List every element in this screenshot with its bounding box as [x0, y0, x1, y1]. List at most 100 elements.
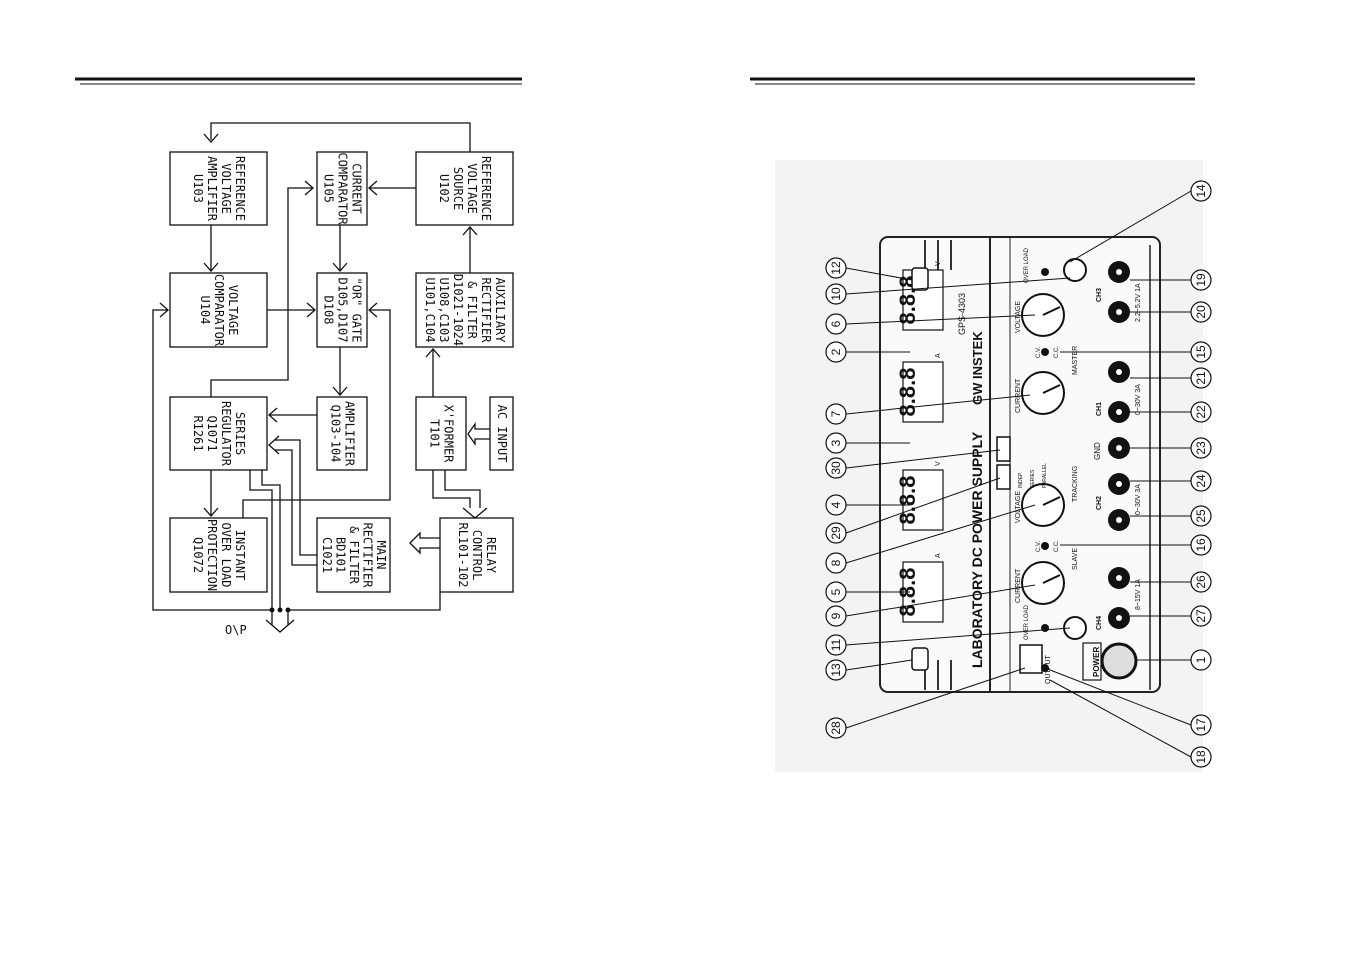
block-text-aux_rect-3: D1021-1024: [451, 274, 465, 346]
block-text-instant-1: OVER LOAD: [219, 522, 233, 587]
callout-leader-12: [845, 267, 913, 281]
callout-circle-5: [825, 581, 847, 603]
ch3-rating: 2.2~5.2V 1A: [1135, 283, 1142, 322]
callout-circle-24: [1190, 470, 1212, 492]
arrow-head: [425, 348, 441, 358]
voltage-knob-master[interactable]: [1021, 293, 1065, 337]
arrow-head: [332, 262, 348, 272]
block-text-volt_comp-0: VOLTAGE: [226, 285, 240, 336]
terminal-hole-3: [1116, 409, 1122, 415]
callout-circle-10: [825, 283, 847, 305]
display-unit-0: V: [935, 261, 942, 266]
current-knob-slave[interactable]: [1021, 561, 1065, 605]
block-amplifier: [316, 396, 368, 471]
gnd-label: GND: [1093, 442, 1102, 460]
display-switch-top[interactable]: [911, 267, 929, 291]
block-text-aux_rect-1: RECTIFIER: [479, 277, 493, 343]
callout-leader-30: [845, 449, 1001, 469]
callout-number-1: 1: [1194, 656, 1208, 663]
voltage-label-master: VOLTAGE: [1015, 301, 1022, 333]
callout-leader-8: [845, 504, 1036, 564]
tracking-button-2[interactable]: [996, 464, 1011, 490]
block-text-ref_src-3: U102: [437, 174, 451, 203]
block-or-gate: [316, 272, 368, 348]
brand-logo: GW INSTEK: [970, 331, 985, 405]
callout-number-20: 20: [1194, 305, 1208, 319]
block-current-comparator: [316, 151, 368, 226]
block-auxiliary-rectifier: [415, 272, 514, 348]
block-text-main_rect-4: C1021: [320, 537, 334, 573]
voltage-knob-slave[interactable]: [1021, 483, 1065, 527]
output-button[interactable]: [1019, 644, 1043, 674]
callout-leader-10: [845, 277, 1071, 295]
block-text-volt_comp-2: U104: [198, 296, 212, 325]
power-button[interactable]: [1100, 642, 1138, 680]
callout-number-21: 21: [1194, 371, 1208, 385]
tracking-label: TRACKING: [1072, 466, 1079, 502]
block-instant-overload: [169, 517, 268, 593]
block-text-aux_rect-5: U101,C104: [423, 277, 437, 342]
cv-cc-led-slave: [1041, 542, 1049, 550]
junction: [269, 607, 275, 613]
callout-number-30: 30: [829, 461, 843, 475]
arrow-head: [368, 180, 378, 196]
callout-number-14: 14: [1194, 184, 1208, 198]
power-label: POWER: [1092, 647, 1101, 677]
callout-circle-20: [1190, 301, 1212, 323]
block-text-ref_amp-3: U103: [191, 174, 205, 203]
current-knob-master[interactable]: [1021, 371, 1065, 415]
ch4-rating: 8~15V 1A: [1135, 579, 1142, 610]
arrow-relay-to-main: [409, 531, 440, 555]
ch1-label: CH1: [1096, 402, 1103, 416]
callout-circle-21: [1190, 367, 1212, 389]
callout-circle-17: [1190, 714, 1212, 736]
callout-circle-16: [1190, 534, 1212, 556]
cv-cc-led-master: [1041, 348, 1049, 356]
block-text-instant-0: INSTANT: [233, 530, 247, 581]
arrow-head: [368, 302, 378, 318]
cv-label-slave: C.V.: [1036, 541, 1042, 552]
block-text-series-3: R1261: [191, 415, 205, 451]
callout-circle-25: [1190, 505, 1212, 527]
callout-number-7: 7: [829, 410, 843, 417]
wire-feedback-vcomp: [152, 309, 270, 611]
power-label-box: [1082, 642, 1102, 681]
block-text-or_gate-0: "OR" GATE: [350, 277, 364, 342]
overload-led-ch3: [1041, 268, 1049, 276]
display-unit-2: V: [935, 461, 942, 466]
block-text-relay-0: RELAY: [484, 537, 498, 574]
arrow-head: [462, 226, 478, 236]
arrow-head: [268, 435, 280, 455]
callout-leader-18: [1049, 679, 1192, 758]
wire-output: [261, 470, 281, 610]
callout-number-26: 26: [1194, 575, 1208, 589]
callout-leader-17: [1044, 667, 1192, 726]
callout-leader-11: [845, 627, 1071, 646]
display-switch-bottom[interactable]: [911, 647, 929, 671]
terminal-hole-8: [1116, 615, 1122, 621]
ch3-label: CH3: [1096, 288, 1103, 302]
callout-circle-7: [825, 403, 847, 425]
block-text-series-2: Q1071: [205, 415, 219, 451]
block-text-main_rect-1: RECTIFIER: [360, 522, 374, 588]
current-label-slave: CURRENT: [1015, 568, 1022, 603]
callout-circle-27: [1190, 605, 1212, 627]
junction: [285, 607, 291, 613]
callout-number-6: 6: [829, 320, 843, 327]
callout-circle-15: [1190, 341, 1212, 363]
block-series-regulator: [169, 396, 268, 471]
terminal-hole-0: [1116, 269, 1122, 275]
callout-number-13: 13: [829, 663, 843, 677]
callout-circle-11: [825, 634, 847, 656]
wire-src-to-refamp: [210, 122, 471, 152]
overload-label-ch3: OVER LOAD: [1024, 247, 1030, 283]
callout-circle-26: [1190, 571, 1212, 593]
terminal-hole-7: [1116, 575, 1122, 581]
tracking-button-1[interactable]: [996, 436, 1011, 462]
callout-circle-22: [1190, 401, 1212, 423]
display-unit-1: A: [935, 353, 942, 358]
current-label-master: CURRENT: [1015, 378, 1022, 413]
block-text-ac_input-0: AC INPUT: [495, 405, 509, 463]
callout-leader-28: [845, 667, 1026, 729]
